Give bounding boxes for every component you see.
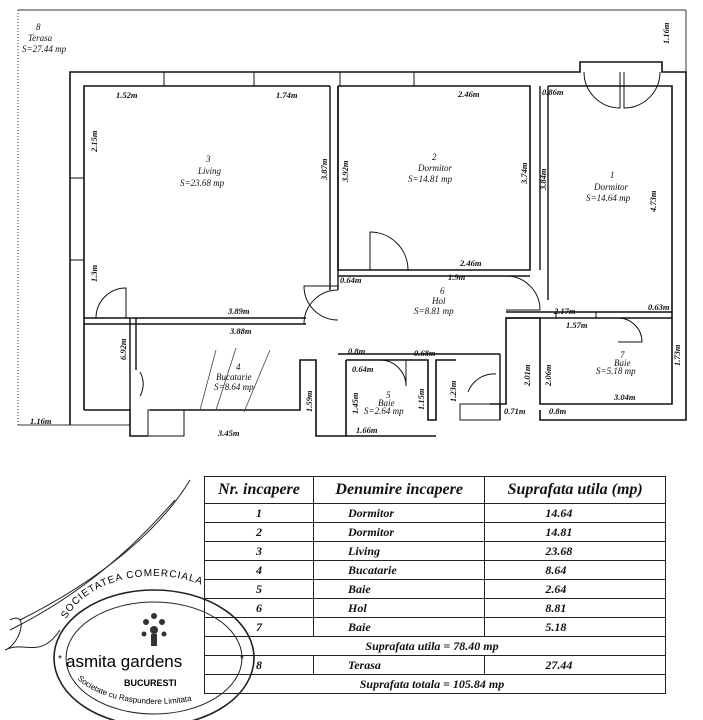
dim-label: 1.16m	[30, 416, 52, 426]
dim-label: 3.87m	[319, 158, 329, 181]
svg-text:Bucatarie: Bucatarie	[216, 372, 252, 382]
dim-label: 0.64m	[340, 275, 362, 285]
dim-label: 1.16m	[661, 22, 671, 44]
dim-label: 3.45m	[217, 428, 240, 438]
svg-text:Hol: Hol	[431, 296, 446, 306]
dim-label: 0.63m	[648, 302, 670, 312]
svg-text:S=5.18 mp: S=5.18 mp	[596, 366, 636, 376]
dim-label: 1.3m	[89, 264, 99, 282]
floor-plan: 8 Terasa S=27.44 mp 3 Living S=23.68 mp …	[17, 9, 687, 438]
svg-text:S=2.64 mp: S=2.64 mp	[364, 406, 404, 416]
svg-text:5: 5	[386, 390, 391, 400]
dim-label: 1.74m	[276, 90, 298, 100]
interior-walls	[84, 86, 672, 410]
dim-label: 1.52m	[116, 90, 138, 100]
dim-label: 2.01m	[522, 364, 532, 387]
svg-text:S=8.64 mp: S=8.64 mp	[214, 382, 254, 392]
svg-text:Living: Living	[197, 166, 222, 176]
terrace-label: 8 Terasa S=27.44 mp	[22, 22, 67, 54]
dim-label: 0.8m	[348, 346, 366, 356]
table-row: 8 Terasa 27.44	[204, 655, 666, 675]
grand-total-row: Suprafata totala = 105.84 mp	[204, 674, 666, 694]
svg-text:S=14.64 mp: S=14.64 mp	[586, 193, 631, 203]
room-label-dormitor-1: 1 Dormitor S=14.64 mp	[586, 170, 631, 203]
dim-label: 4.73m	[648, 190, 658, 213]
col-header-area: Suprafata utila (mp)	[484, 476, 666, 504]
dim-label: 1.45m	[350, 392, 360, 414]
svg-text:Terasa: Terasa	[28, 33, 53, 43]
dim-label: 0.86m	[542, 87, 564, 97]
room-label-baie-5: 5 Baie S=2.64 mp	[364, 390, 404, 416]
svg-text:S=14.81 mp: S=14.81 mp	[408, 174, 453, 184]
svg-text:Dormitor: Dormitor	[417, 163, 453, 173]
dim-label: 3.92m	[340, 160, 350, 183]
svg-text:Dormitor: Dormitor	[593, 182, 629, 192]
table-row: 7 Baie 5.18	[204, 617, 666, 637]
svg-text:2: 2	[432, 152, 437, 162]
exterior-walls	[69, 61, 687, 437]
room-label-hol: 6 Hol S=8.81 mp	[414, 286, 454, 316]
dim-label: 3.89m	[227, 306, 250, 316]
dim-label: 1.73m	[672, 344, 682, 366]
dim-label: 2.46m	[457, 89, 480, 99]
table-row: 6 Hol 8.81	[204, 598, 666, 618]
dim-label: 6.92m	[118, 338, 128, 360]
terrace-outline	[17, 9, 687, 426]
room-area-table: Nr. incapere Denumire incapere Suprafata…	[204, 476, 666, 694]
stamp-flower-icon	[141, 613, 167, 646]
room-label-bucatarie: 4 Bucatarie S=8.64 mp	[214, 362, 254, 392]
room-label-dormitor-2: 2 Dormitor S=14.81 mp	[408, 152, 453, 184]
dim-label: 2.46m	[459, 258, 482, 268]
doors	[95, 71, 661, 397]
dim-label: 0.68m	[414, 348, 436, 358]
svg-text:S=23.68 mp: S=23.68 mp	[180, 178, 225, 188]
svg-text:S=27.44 mp: S=27.44 mp	[22, 44, 67, 54]
dimension-labels: 1.16m 1.52m 1.74m 2.46m 0.86m 2.15m 3.87…	[30, 22, 682, 438]
svg-text:1: 1	[610, 170, 615, 180]
dim-label: 3.04m	[613, 392, 636, 402]
table-row: 5 Baie 2.64	[204, 579, 666, 599]
room-label-baie-7: 7 Baie S=5.18 mp	[596, 350, 636, 376]
dim-label: 2.17m	[553, 306, 576, 316]
dim-label: 0.8m	[549, 406, 567, 416]
dim-label: 2.15m	[89, 130, 99, 153]
table-row: 1 Dormitor 14.64	[204, 503, 666, 523]
col-header-name: Denumire incapere	[312, 476, 486, 504]
svg-text:8: 8	[36, 22, 41, 32]
table-header-row: Nr. incapere Denumire incapere Suprafata…	[204, 476, 666, 504]
dim-label: 1.23m	[448, 380, 458, 402]
stamp-city: BUCURESTI	[124, 678, 177, 688]
dim-label: 1.57m	[566, 320, 588, 330]
dim-label: 3.84m	[538, 168, 548, 191]
svg-text:7: 7	[620, 350, 625, 360]
svg-text:S=8.81 mp: S=8.81 mp	[414, 306, 454, 316]
dim-label: 3.88m	[229, 326, 252, 336]
dim-label: 0.64m	[352, 364, 374, 374]
dim-label: 1.66m	[356, 425, 378, 435]
stamp-top-text: SOCIETATEA COMERCIALA	[59, 568, 204, 621]
col-header-nr: Nr. incapere	[204, 476, 314, 504]
table-row: 2 Dormitor 14.81	[204, 522, 666, 542]
svg-text:4: 4	[236, 362, 241, 372]
dim-label: 1.59m	[304, 390, 314, 412]
svg-text:Baie: Baie	[614, 358, 631, 368]
svg-text:6: 6	[440, 286, 445, 296]
windows	[69, 71, 597, 437]
svg-text:Baie: Baie	[378, 398, 395, 408]
stamp-star-icon: *	[58, 654, 62, 665]
dim-label: 1.9m	[448, 272, 466, 282]
signature	[4, 479, 191, 651]
svg-text:3: 3	[205, 154, 211, 164]
room-labels: 8 Terasa S=27.44 mp 3 Living S=23.68 mp …	[22, 22, 636, 416]
dim-label: 2.06m	[543, 364, 553, 387]
dim-label: 0.71m	[504, 406, 526, 416]
table-row: 4 Bucatarie 8.64	[204, 560, 666, 580]
dim-label: 1.15m	[416, 388, 426, 410]
useful-total-row: Suprafata utila = 78.40 mp	[204, 636, 666, 656]
kitchen-sketch	[199, 347, 271, 413]
dim-label: 3.74m	[519, 162, 529, 185]
table-row: 3 Living 23.68	[204, 541, 666, 561]
stamp-brand: asmita gardens	[66, 652, 182, 671]
room-label-living: 3 Living S=23.68 mp	[180, 154, 225, 188]
